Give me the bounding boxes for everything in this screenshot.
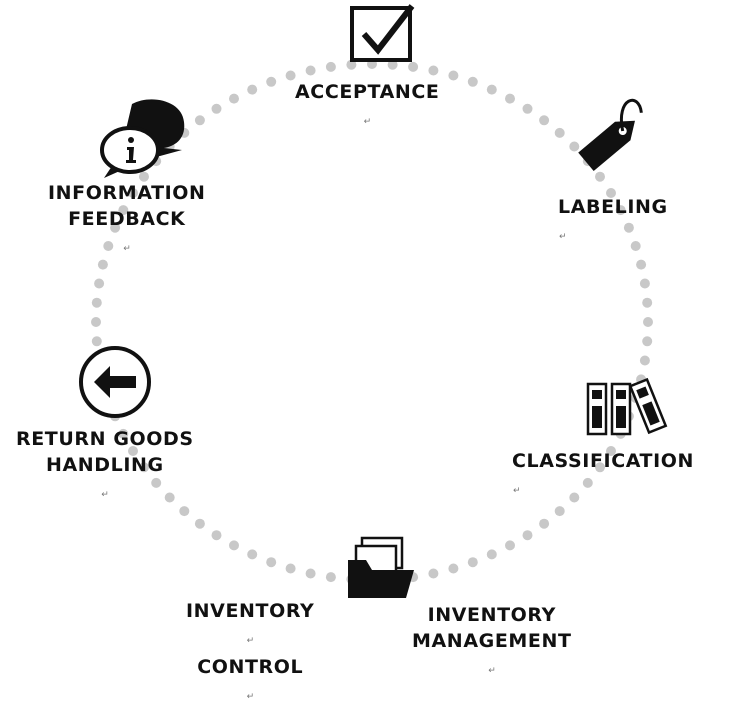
ring-dot (522, 530, 533, 541)
ring-dot (229, 93, 239, 104)
ring-dot (448, 563, 459, 574)
ring-dot (554, 506, 565, 517)
ring-dot (91, 297, 102, 308)
tag-icon (578, 99, 643, 172)
ring-dot (229, 540, 239, 551)
ring-dot (539, 518, 550, 529)
ring-dot (325, 572, 336, 583)
binders-icon (586, 377, 668, 436)
ring-dot (179, 506, 190, 517)
ring-dot (569, 492, 580, 503)
ring-dot (582, 477, 593, 488)
ring-dot (606, 188, 616, 198)
ring-dot (387, 59, 398, 70)
ring-dot (486, 84, 497, 95)
ring-dot (305, 65, 316, 76)
step-label-labeling: LABELING↵ (558, 196, 668, 242)
ring-dot (346, 59, 357, 70)
ring-dot (642, 297, 653, 308)
ring-dot (408, 61, 419, 72)
ring-dot (643, 317, 653, 327)
step-label-inventory-management: INVENTORY MANAGEMENT↵ (412, 604, 572, 676)
ring-dot (118, 205, 129, 216)
ring-dot (118, 428, 129, 439)
ring-dot (285, 563, 296, 574)
ring-dot (623, 222, 634, 233)
back-arrow-icon (79, 346, 151, 418)
ring-dot (211, 103, 222, 114)
ring-dot (642, 336, 653, 347)
ring-dot (247, 84, 258, 95)
folder-icon (348, 536, 414, 598)
ring-dot (639, 355, 650, 366)
ring-dot (285, 70, 296, 81)
ring-dot (91, 317, 101, 327)
ring-dot (569, 141, 580, 152)
ring-dot (428, 65, 439, 76)
ring-dot (630, 241, 641, 251)
step-label-information-feedback: INFORMATION FEEDBACK↵ (48, 182, 206, 254)
dotted-cycle-ring (91, 59, 653, 585)
checkbox-icon (350, 4, 415, 62)
ring-dot (505, 93, 515, 104)
ring-dot (539, 115, 550, 126)
ring-dot (615, 205, 626, 216)
ring-dot (110, 222, 121, 233)
step-label-classification: CLASSIFICATION↵ (512, 450, 695, 496)
ring-dot (636, 259, 647, 270)
ring-dot (164, 492, 175, 503)
ring-dot (247, 549, 258, 560)
ring-dot (595, 171, 605, 182)
info-chat-icon (100, 99, 185, 178)
step-label-acceptance: ACCEPTANCE↵ (295, 81, 440, 127)
ring-dot (194, 518, 205, 529)
ring-dot (266, 76, 277, 87)
ring-dot (139, 462, 149, 473)
ring-dot (522, 103, 533, 114)
ring-dot (486, 549, 497, 560)
cycle-diagram (79, 4, 668, 598)
ring-dot (428, 568, 439, 579)
ring-dot (128, 446, 138, 456)
ring-dot (505, 540, 515, 551)
step-label-inventory-control: INVENTORY↵ CONTROL↵ (186, 600, 315, 702)
ring-dot (103, 241, 114, 251)
ring-dot (211, 530, 222, 541)
ring-dot (325, 61, 336, 72)
ring-dot (151, 477, 162, 488)
ring-dot (467, 76, 478, 87)
ring-dot (128, 188, 138, 198)
ring-dot (595, 462, 605, 473)
ring-dot (91, 336, 102, 347)
ring-dot (554, 127, 565, 138)
step-label-return-goods-handling: RETURN GOODS HANDLING↵ (16, 428, 194, 500)
ring-dot (94, 278, 105, 289)
ring-dot (639, 278, 650, 289)
ring-dot (97, 259, 108, 270)
ring-dot (448, 70, 459, 81)
ring-dot (194, 115, 205, 126)
ring-dot (266, 557, 277, 568)
ring-dot (467, 557, 478, 568)
ring-dot (305, 568, 316, 579)
ring-dot (606, 446, 616, 456)
ring-dot (139, 171, 149, 182)
